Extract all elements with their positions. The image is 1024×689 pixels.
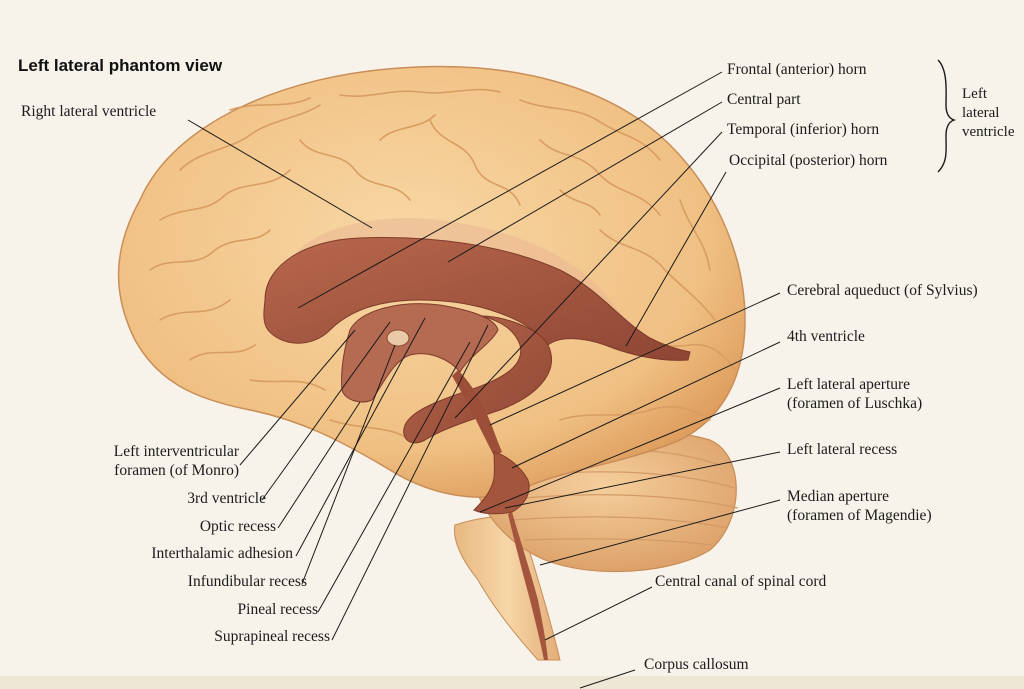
leader-lines: [187, 71, 781, 689]
page-edge: [0, 676, 1024, 689]
view-title: Left lateral phantom view: [18, 56, 223, 75]
label-fourth-ventricle: 4th ventricle: [787, 328, 865, 345]
group-brace: [937, 59, 957, 173]
label-left-lateral-ventricle-group: Left lateral ventricle: [962, 85, 1014, 142]
label-median-aperture-eponym: (foramen of Magendie): [787, 507, 932, 524]
label-interventricular-foramen: Left interventricular: [113, 443, 239, 460]
label-right-lateral-ventricle: Right lateral ventricle: [21, 103, 157, 120]
cerebral-aqueduct: [452, 370, 502, 456]
label-suprapineal-recess: Suprapineal recess: [214, 628, 330, 645]
label-temporal-horn: Temporal (inferior) horn: [727, 121, 880, 138]
third-ventricle: [341, 303, 499, 403]
label-occipital-horn: Occipital (posterior) horn: [729, 152, 888, 169]
group-line-3: ventricle: [962, 124, 1015, 140]
label-optic-recess: Optic recess: [199, 518, 276, 535]
label-cerebral-aqueduct: Cerebral aqueduct (of Sylvius): [787, 282, 978, 299]
interthalamic-adhesion: [386, 329, 410, 347]
label-lateral-aperture: Left lateral aperture: [787, 376, 911, 393]
label-corpus-callosum: Corpus callosum: [644, 656, 749, 673]
label-lateral-recess: Left lateral recess: [787, 441, 898, 458]
label-pineal-recess: Pineal recess: [237, 601, 318, 618]
label-central-canal: Central canal of spinal cord: [655, 573, 827, 590]
fourth-ventricle: [473, 451, 530, 515]
label-median-aperture: Median aperture: [787, 488, 889, 505]
label-central-part: Central part: [727, 91, 801, 108]
temporal-horn: [403, 315, 552, 444]
label-interthalamic-adhesion: Interthalamic adhesion: [151, 545, 293, 562]
group-line-1: Left: [962, 86, 987, 102]
label-interventricular-foramen-eponym: foramen (of Monro): [114, 462, 239, 479]
label-third-ventricle: 3rd ventricle: [187, 490, 266, 507]
group-line-2: lateral: [962, 105, 1000, 121]
label-lateral-aperture-eponym: (foramen of Luschka): [787, 395, 923, 412]
central-canal: [508, 512, 548, 660]
label-frontal-horn: Frontal (anterior) horn: [727, 61, 867, 78]
label-infundibular-recess: Infundibular recess: [187, 573, 307, 590]
